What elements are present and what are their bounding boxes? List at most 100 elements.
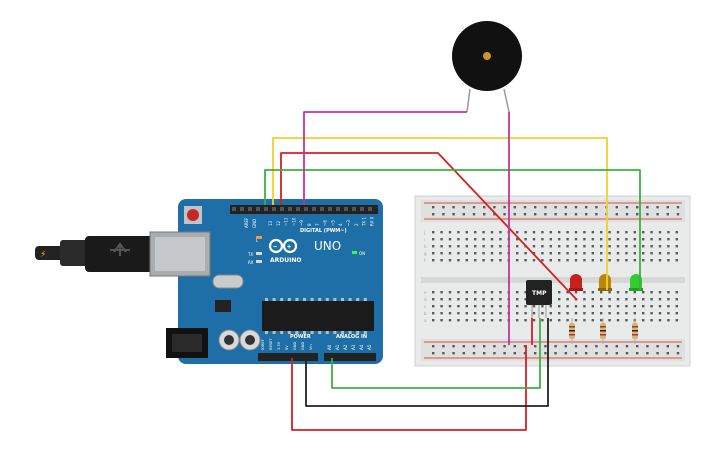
breadboard-hole[interactable] <box>558 252 561 255</box>
reset-button[interactable] <box>184 206 202 224</box>
wire-yellow[interactable] <box>272 137 608 290</box>
breadboard-hole[interactable] <box>499 319 502 322</box>
rail-hole[interactable] <box>513 213 516 216</box>
breadboard-hole[interactable] <box>448 319 452 322</box>
breadboard-hole[interactable] <box>616 231 620 234</box>
breadboard-hole[interactable] <box>499 291 502 294</box>
rail-hole[interactable] <box>585 206 588 209</box>
breadboard-hole[interactable] <box>482 259 485 262</box>
breadboard-hole[interactable] <box>440 312 443 315</box>
breadboard-hole[interactable] <box>616 238 620 241</box>
rail-hole[interactable] <box>676 206 680 209</box>
breadboard-hole[interactable] <box>558 291 561 294</box>
breadboard-hole[interactable] <box>549 319 552 322</box>
rail-hole[interactable] <box>564 206 567 209</box>
breadboard-hole[interactable] <box>675 252 678 255</box>
rail-hole[interactable] <box>544 352 547 355</box>
rail-hole[interactable] <box>493 345 496 348</box>
breadboard-hole[interactable] <box>616 245 620 248</box>
rail-hole[interactable] <box>442 213 445 216</box>
breadboard-hole[interactable] <box>440 305 443 308</box>
breadboard-hole[interactable] <box>490 259 494 262</box>
resistor-2[interactable] <box>600 318 606 344</box>
breadboard-hole[interactable] <box>642 259 645 262</box>
breadboard-hole[interactable] <box>457 298 460 301</box>
header-pin[interactable] <box>336 207 340 211</box>
breadboard-hole[interactable] <box>541 231 544 234</box>
breadboard-hole[interactable] <box>499 238 502 241</box>
rail-hole[interactable] <box>503 213 506 216</box>
breadboard-hole[interactable] <box>642 238 645 241</box>
breadboard-hole[interactable] <box>532 312 536 315</box>
breadboard-hole[interactable] <box>516 298 519 301</box>
wire-green-signal[interactable] <box>264 169 641 290</box>
header-pin[interactable] <box>232 207 236 211</box>
rail-hole[interactable] <box>595 345 598 348</box>
breadboard-hole[interactable] <box>574 312 578 315</box>
rail-hole[interactable] <box>595 213 598 216</box>
breadboard-hole[interactable] <box>667 231 670 234</box>
breadboard-hole[interactable] <box>566 252 569 255</box>
breadboard-hole[interactable] <box>566 319 569 322</box>
breadboard-hole[interactable] <box>465 291 468 294</box>
breadboard-hole[interactable] <box>432 319 435 322</box>
header-pin[interactable] <box>256 207 260 211</box>
breadboard-hole[interactable] <box>675 231 678 234</box>
breadboard-hole[interactable] <box>474 291 477 294</box>
breadboard-hole[interactable] <box>658 298 662 301</box>
breadboard-hole[interactable] <box>633 238 636 241</box>
breadboard-hole[interactable] <box>558 238 561 241</box>
breadboard-hole[interactable] <box>675 319 678 322</box>
header-pin[interactable] <box>320 207 324 211</box>
breadboard-hole[interactable] <box>465 231 468 234</box>
rail-hole[interactable] <box>595 206 598 209</box>
breadboard-hole[interactable] <box>658 231 662 234</box>
breadboard-hole[interactable] <box>591 319 594 322</box>
breadboard-hole[interactable] <box>616 259 620 262</box>
breadboard-hole[interactable] <box>608 312 611 315</box>
breadboard-hole[interactable] <box>583 259 586 262</box>
rail-hole[interactable] <box>503 345 506 348</box>
breadboard-hole[interactable] <box>490 231 494 234</box>
wire-magenta-buzzer-1[interactable] <box>303 111 467 205</box>
breadboard-hole[interactable] <box>474 298 477 301</box>
rail-hole[interactable] <box>656 352 659 355</box>
breadboard-hole[interactable] <box>642 252 645 255</box>
rail-hole[interactable] <box>554 352 557 355</box>
resistor-1[interactable] <box>569 318 575 344</box>
header-pin[interactable] <box>272 207 276 211</box>
rail-hole[interactable] <box>615 213 618 216</box>
breadboard-hole[interactable] <box>583 319 586 322</box>
header-pin[interactable] <box>352 207 356 211</box>
breadboard-hole[interactable] <box>490 305 494 308</box>
breadboard-hole[interactable] <box>465 259 468 262</box>
rail-hole[interactable] <box>483 206 486 209</box>
breadboard-hole[interactable] <box>490 252 494 255</box>
breadboard-hole[interactable] <box>524 252 527 255</box>
rail-hole[interactable] <box>676 213 680 216</box>
header-pin[interactable] <box>360 207 364 211</box>
breadboard-hole[interactable] <box>658 252 662 255</box>
rail-hole[interactable] <box>615 206 618 209</box>
breadboard-hole[interactable] <box>490 245 494 248</box>
rail-hole[interactable] <box>646 213 649 216</box>
rail-hole[interactable] <box>544 213 547 216</box>
header-pin[interactable] <box>288 207 292 211</box>
breadboard-hole[interactable] <box>432 291 435 294</box>
breadboard-hole[interactable] <box>457 305 460 308</box>
rail-hole[interactable] <box>574 213 578 216</box>
rail-hole[interactable] <box>595 352 598 355</box>
breadboard-hole[interactable] <box>566 291 569 294</box>
breadboard-hole[interactable] <box>499 312 502 315</box>
breadboard-hole[interactable] <box>541 238 544 241</box>
breadboard-hole[interactable] <box>440 252 443 255</box>
breadboard-hole[interactable] <box>616 298 620 301</box>
breadboard-hole[interactable] <box>465 252 468 255</box>
breadboard-hole[interactable] <box>474 238 477 241</box>
breadboard-hole[interactable] <box>549 238 552 241</box>
rail-hole[interactable] <box>483 352 486 355</box>
breadboard-hole[interactable] <box>642 312 645 315</box>
rail-hole[interactable] <box>564 345 567 348</box>
breadboard-hole[interactable] <box>600 319 603 322</box>
